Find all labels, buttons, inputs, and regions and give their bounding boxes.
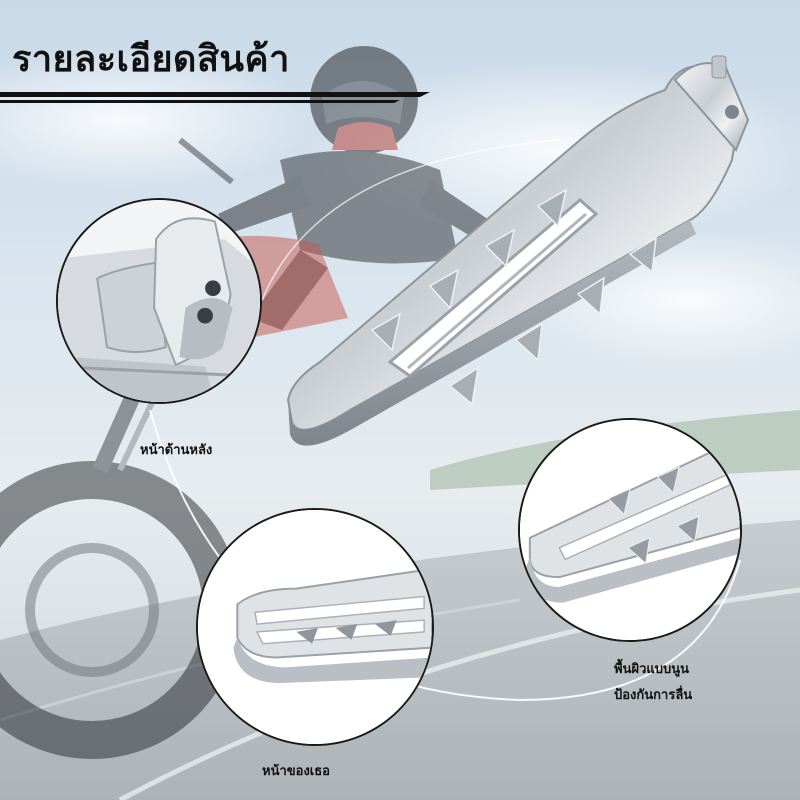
peg-side-closeup-icon — [198, 510, 432, 744]
inset-back-caption: หน้าด้านหลัง — [140, 443, 213, 458]
page-title: รายละเอียดสินค้า — [12, 39, 290, 80]
peg-grip-closeup-icon — [520, 420, 740, 640]
surface-caption-line-1: พื้นผิวแบบนูน — [614, 662, 690, 677]
inset-surface-closeup — [518, 418, 742, 642]
surface-caption-line-2: ป้องกันการลื่น — [614, 688, 693, 703]
inset-front-closeup — [196, 508, 434, 746]
inset-front-caption: หน้าของเธอ — [262, 764, 330, 779]
inset-back-closeup — [56, 198, 262, 404]
foot-peg-icon — [286, 55, 750, 446]
peg-mount-closeup-icon — [58, 200, 260, 402]
title-underline — [0, 92, 430, 103]
inset-surface-caption: พื้นผิวแบบนูน ป้องกันการลื่น — [614, 657, 692, 709]
